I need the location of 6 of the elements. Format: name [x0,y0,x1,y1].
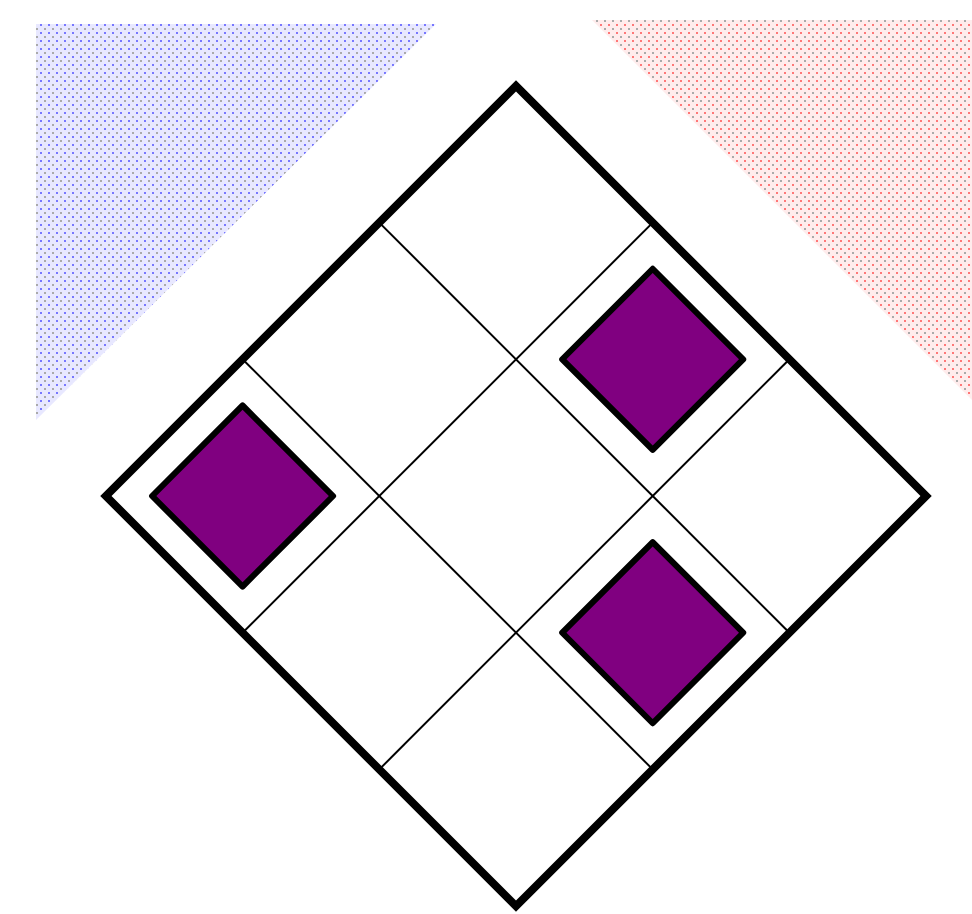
game-piece [149,402,337,590]
shaded-triangle [36,24,436,420]
game-piece [559,265,747,453]
game-board [100,80,932,912]
shaded-triangle [592,20,972,400]
game-piece [559,539,747,727]
